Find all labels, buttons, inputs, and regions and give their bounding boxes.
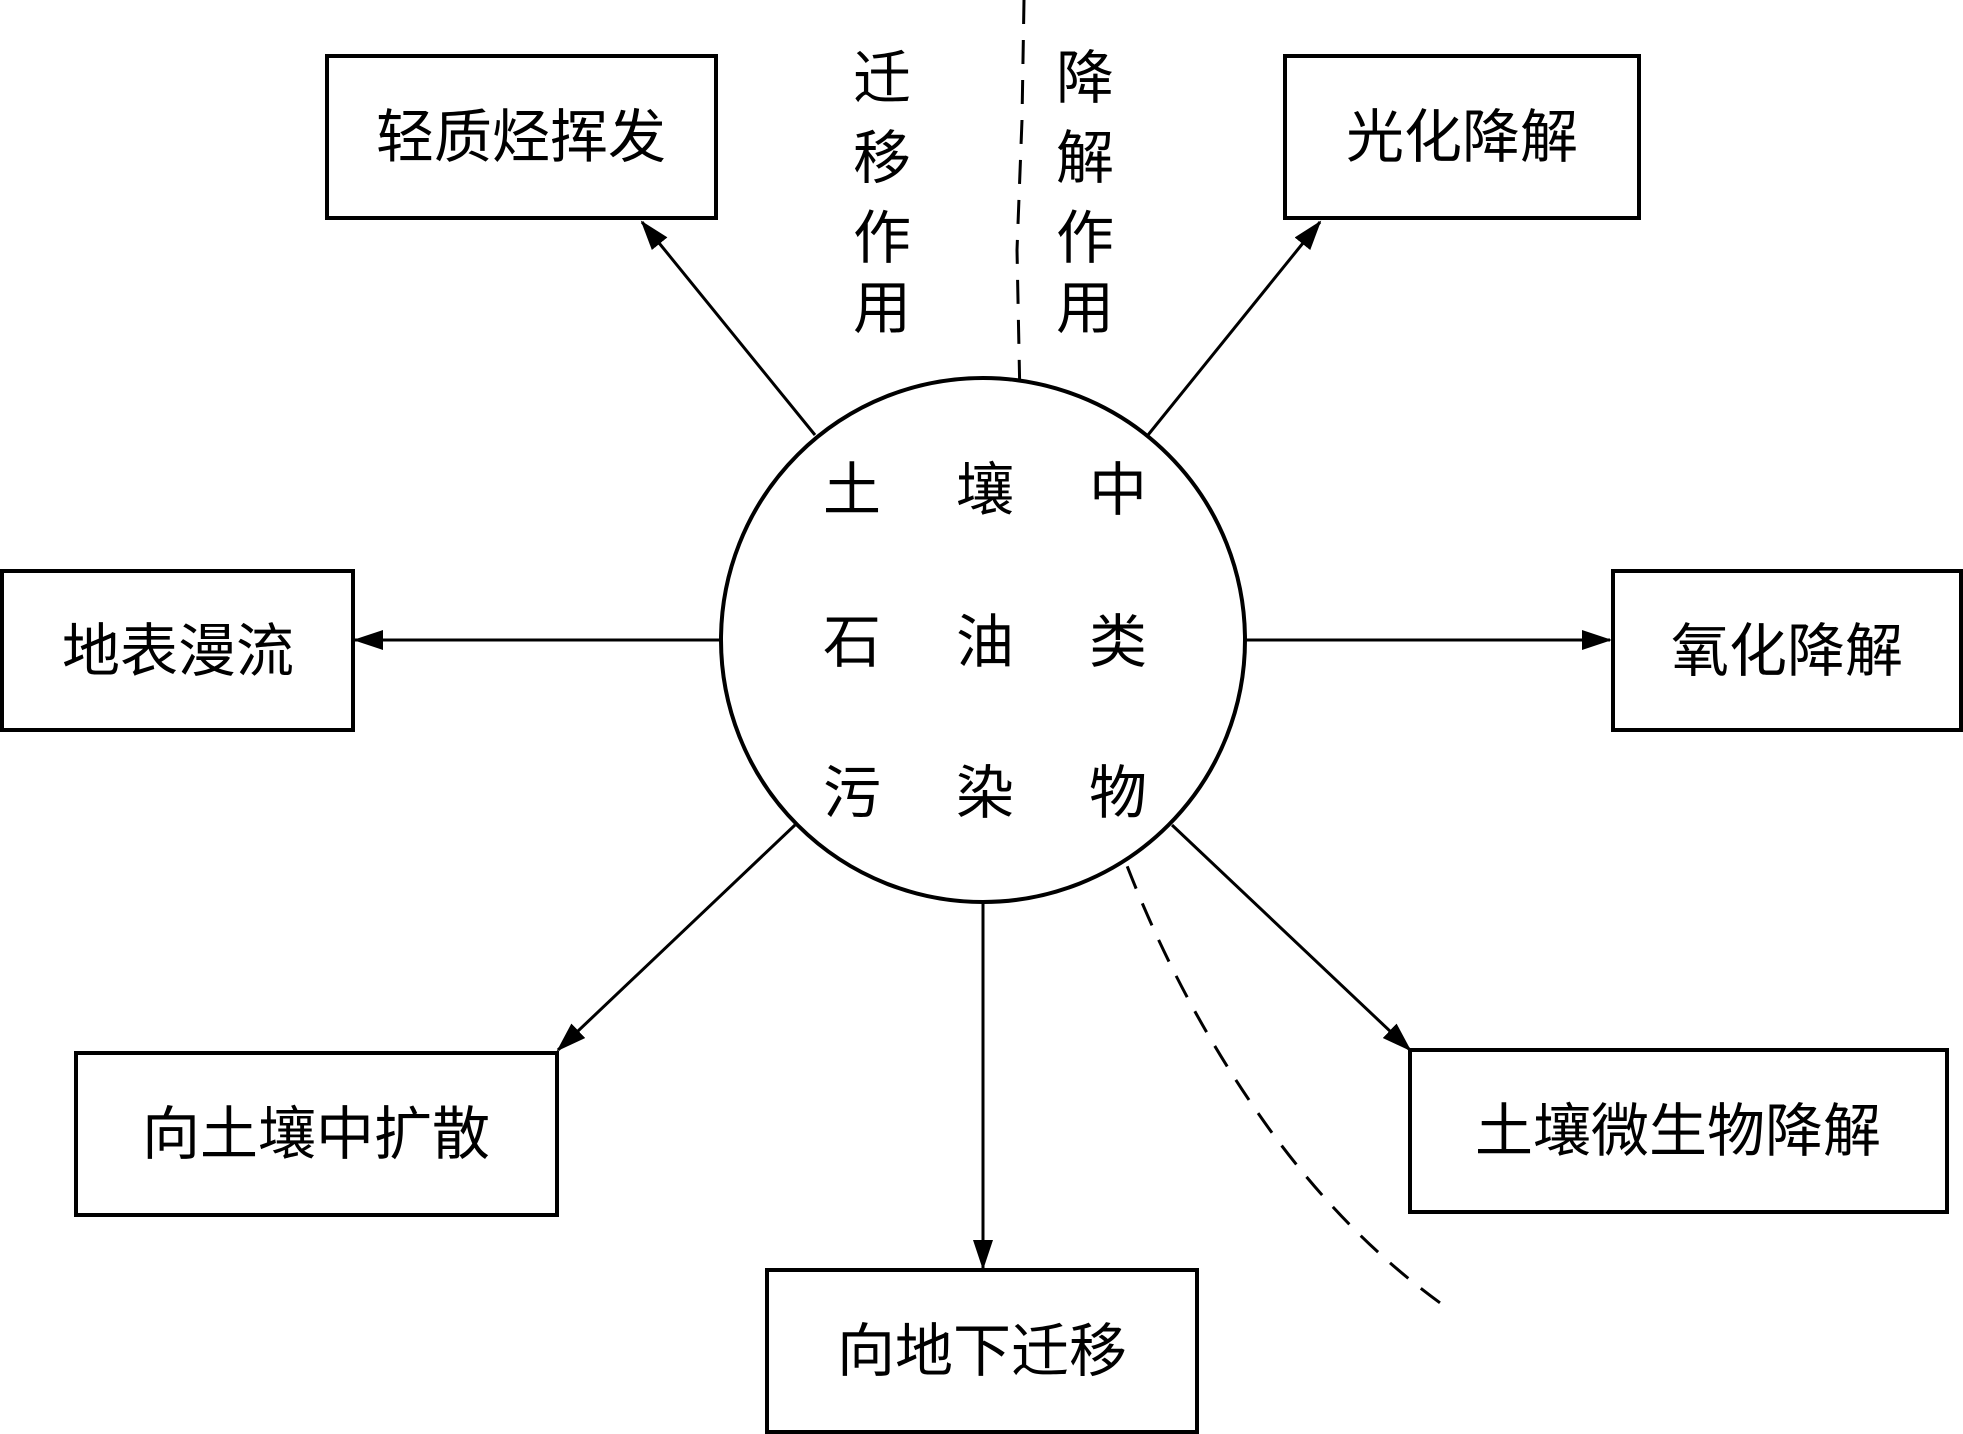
degradation-label-char: 作	[1056, 204, 1114, 272]
photodegradation-box: 光化降解	[1283, 54, 1641, 220]
center-char: 物	[1089, 759, 1147, 827]
degradation-label-char: 降	[1056, 44, 1114, 112]
migration-label-char: 移	[853, 124, 911, 192]
photodegradation-label: 光化降解	[1346, 103, 1578, 171]
migration-label-char: 迁	[853, 44, 911, 112]
center-char: 土	[823, 456, 881, 524]
surface-runoff-box: 地表漫流	[0, 569, 355, 732]
arrow-to-photodegradation	[1146, 220, 1322, 436]
degradation-label-char: 解	[1056, 124, 1114, 192]
volatilization-label: 轻质烃挥发	[376, 103, 666, 171]
surface-runoff-label: 地表漫流	[62, 617, 294, 685]
soil-diffusion-label: 向土壤中扩散	[142, 1100, 490, 1168]
arrow-to-volatilization	[640, 220, 817, 436]
oxidative-degradation-box: 氧化降解	[1611, 569, 1963, 732]
underground-migration-label: 向地下迁移	[837, 1317, 1127, 1385]
volatilization-box: 轻质烃挥发	[325, 54, 718, 220]
soil-diffusion-box: 向土壤中扩散	[74, 1051, 559, 1217]
center-char: 类	[1089, 608, 1147, 676]
migration-label-char: 用	[853, 274, 911, 342]
underground-migration-box: 向地下迁移	[765, 1268, 1199, 1434]
center-char: 中	[1089, 456, 1147, 524]
arrow-to-soil-diffusion	[556, 823, 797, 1052]
pollutant-node: 土 壤 中 石 油 类 污 染 物	[719, 376, 1247, 904]
center-char: 染	[956, 759, 1014, 827]
microbial-degradation-label: 土壤微生物降解	[1475, 1097, 1881, 1165]
oxidative-degradation-label: 氧化降解	[1671, 617, 1903, 685]
degradation-label-char: 用	[1056, 274, 1114, 342]
center-char: 油	[956, 608, 1014, 676]
degradation-label: 降 解 作 用	[1056, 44, 1114, 342]
arrow-to-microbial-degradation	[1170, 823, 1412, 1052]
microbial-degradation-box: 土壤微生物降解	[1408, 1048, 1949, 1214]
migration-label-char: 作	[853, 204, 911, 272]
center-char: 壤	[956, 456, 1014, 524]
center-char: 石	[823, 608, 881, 676]
migration-label: 迁 移 作 用	[853, 44, 911, 342]
center-char: 污	[823, 759, 881, 827]
